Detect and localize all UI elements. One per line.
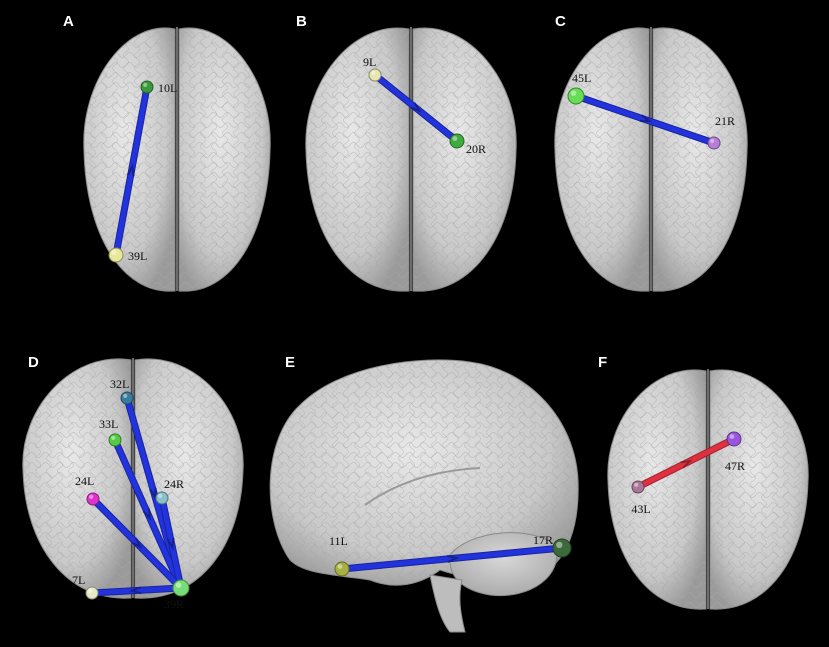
panel-letter-e: E: [285, 354, 295, 371]
node-highlight: [371, 70, 376, 75]
direction-arrow: [142, 508, 152, 521]
node-label-32L: 32L: [110, 377, 129, 391]
node-32L: [120, 391, 134, 405]
node-label-7L: 7L: [72, 573, 85, 587]
panel-c: 45L 21R C: [554, 13, 748, 292]
connection-edge-45L-21R: [573, 93, 717, 146]
sulci-texture: [554, 27, 649, 292]
direction-arrow: [166, 537, 175, 551]
connection-edge-43L-47R: [635, 436, 737, 490]
node-label-45L: 45L: [572, 71, 591, 85]
panel-d: 32L 33L 24L 24R 7L 39R D: [22, 354, 244, 611]
node-highlight: [143, 82, 148, 87]
node-label-10L: 10L: [158, 81, 177, 95]
connection-edge-9L-20R: [372, 72, 460, 144]
direction-arrow: [639, 114, 653, 122]
brainstem: [429, 574, 466, 633]
sulci-texture: [710, 369, 809, 610]
sulci-texture: [270, 359, 579, 586]
node-highlight: [89, 494, 94, 499]
connection-edge-39R-7L: [89, 585, 184, 596]
node-label-24R: 24R: [164, 477, 184, 491]
node-11L: [334, 561, 350, 577]
node-9L: [368, 68, 382, 82]
direction-arrow: [126, 163, 135, 177]
node-highlight: [123, 393, 128, 398]
sulci-texture: [607, 369, 706, 610]
node-label-47R: 47R: [725, 459, 745, 473]
connection-edge-11L-17R: [339, 545, 565, 572]
connection-edge-39L-10L: [113, 84, 150, 258]
lateral-sulcus: [364, 467, 481, 506]
node-highlight: [729, 434, 735, 439]
node-highlight: [158, 493, 163, 498]
node-label-9L: 9L: [363, 55, 376, 69]
node-20R: [449, 133, 465, 149]
node-7L: [85, 586, 99, 600]
sulci-texture: [305, 27, 409, 292]
panel-letter-b: B: [296, 13, 307, 30]
panel-b: 9L 20R B: [296, 13, 517, 292]
sulci-texture: [179, 27, 271, 292]
direction-arrow: [149, 487, 157, 501]
node-label-11L: 11L: [329, 534, 348, 548]
panel-letter-c: C: [555, 13, 566, 30]
node-39L: [108, 247, 124, 263]
node-47R: [726, 431, 742, 447]
node-33L: [108, 433, 122, 447]
sulci-texture: [653, 27, 748, 292]
node-label-24L: 24L: [75, 474, 94, 488]
direction-arrow: [131, 537, 143, 549]
panel-f: 43L 47R F: [598, 354, 809, 610]
node-label-20R: 20R: [466, 142, 486, 156]
panel-e: 11L 17R E: [269, 354, 579, 633]
sulci-texture: [22, 358, 131, 599]
node-17R: [552, 538, 572, 558]
node-highlight: [111, 250, 117, 255]
node-highlight: [175, 582, 182, 588]
node-label-43L: 43L: [631, 502, 650, 516]
node-highlight: [452, 136, 458, 141]
node-highlight: [710, 138, 715, 143]
direction-arrow: [680, 459, 693, 469]
panel-letter-d: D: [28, 354, 39, 371]
node-24L: [86, 492, 100, 506]
direction-arrow: [447, 554, 460, 563]
node-label-17R: 17R: [533, 533, 553, 547]
node-45L: [567, 87, 585, 105]
direction-arrow: [410, 102, 422, 113]
node-label-39L: 39L: [128, 249, 147, 263]
node-label-33L: 33L: [99, 417, 118, 431]
sulci-texture: [413, 27, 517, 292]
node-39R: [172, 579, 190, 597]
node-highlight: [337, 564, 343, 569]
direction-arrow: [128, 586, 142, 595]
node-highlight: [111, 435, 116, 440]
node-label-39R: 39R: [164, 597, 184, 611]
panel-letter-f: F: [598, 354, 607, 371]
panel-a: 10L 39L A: [63, 13, 271, 292]
node-21R: [707, 136, 721, 150]
node-10L: [140, 80, 154, 94]
connection-edge-33L-39R: [112, 437, 184, 591]
connection-edge-24L-39R: [90, 496, 184, 591]
panel-letter-a: A: [63, 13, 74, 30]
node-highlight: [556, 541, 563, 548]
sulci-texture: [83, 27, 175, 292]
node-24R: [155, 491, 169, 505]
node-label-21R: 21R: [715, 114, 735, 128]
node-43L: [631, 480, 645, 494]
connection-edge-24R-39R: [159, 495, 184, 591]
node-highlight: [634, 482, 639, 487]
node-highlight: [88, 588, 93, 594]
node-highlight: [570, 90, 577, 96]
